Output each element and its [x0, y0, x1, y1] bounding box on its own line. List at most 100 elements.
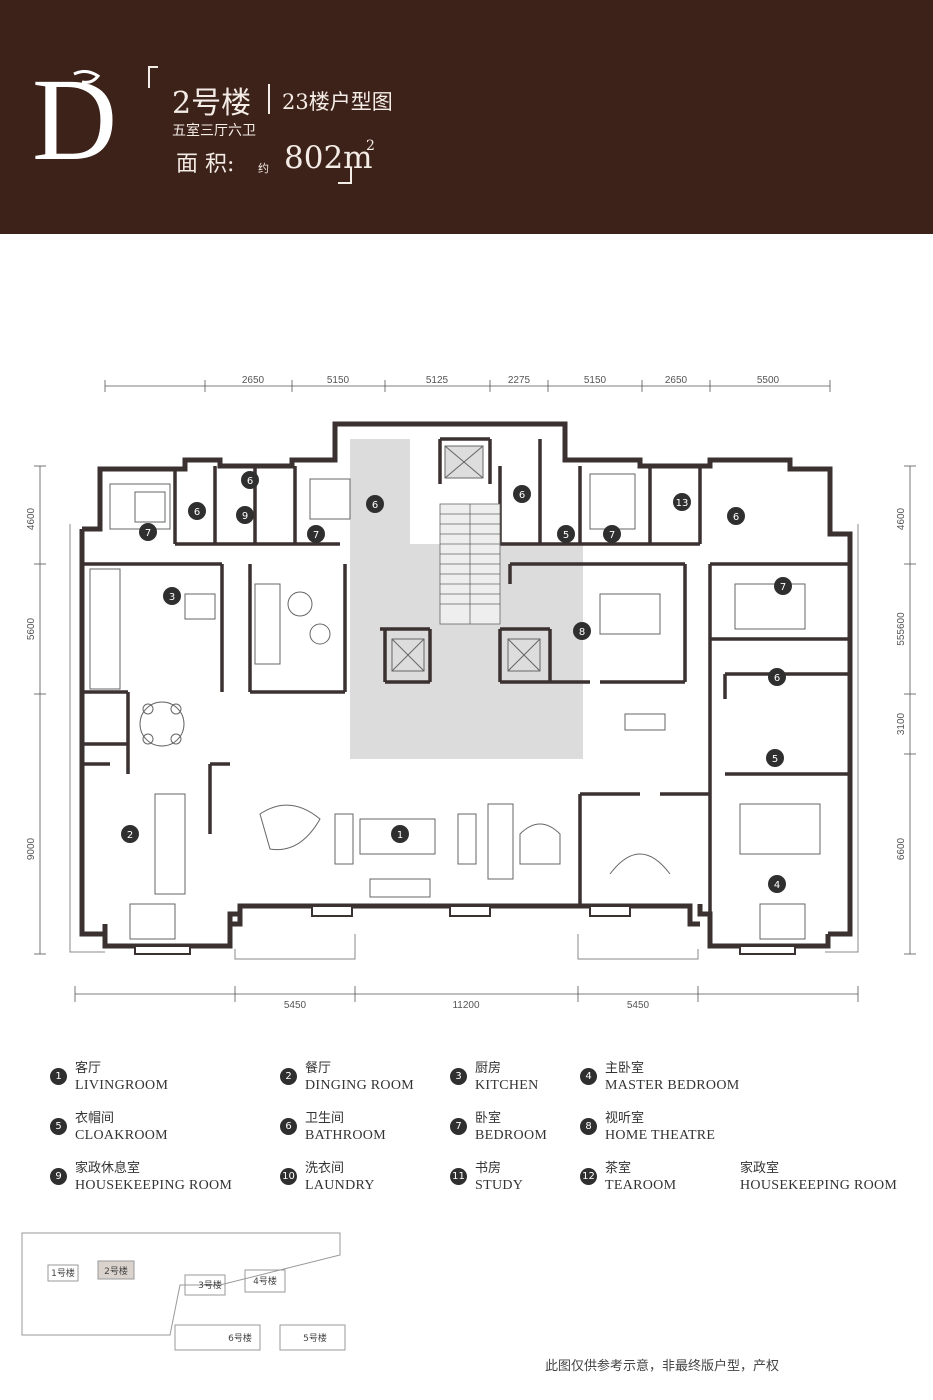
- room-marker-6: 6: [188, 502, 206, 520]
- svg-text:9: 9: [242, 511, 248, 522]
- top-dim-1: 2650: [242, 375, 265, 386]
- left-dimension-line: [34, 465, 46, 955]
- legend-cn: 家政休息室: [75, 1161, 141, 1176]
- staircase: [439, 503, 501, 625]
- legend-cn: 衣帽间: [75, 1111, 115, 1126]
- legend-en: MASTER BEDROOM: [605, 1078, 740, 1093]
- legend-cn: 厨房: [475, 1061, 502, 1076]
- legend-cn: 茶室: [605, 1161, 632, 1176]
- right-dim-3: 3100: [896, 712, 907, 735]
- bottom-dim-3: 5450: [627, 1000, 650, 1011]
- building-4-block: [244, 1269, 286, 1293]
- legend-cn: 卫生间: [305, 1111, 345, 1126]
- right-dim-1: 4600: [896, 507, 907, 530]
- legend-cn: 餐厅: [305, 1061, 332, 1076]
- room-marker-7: 7: [603, 525, 621, 543]
- bottom-dim-1: 5450: [284, 1000, 307, 1011]
- legend-cn: 主卧室: [605, 1061, 645, 1076]
- legend-en: BEDROOM: [475, 1128, 548, 1143]
- right-dim-4: 6600: [896, 837, 907, 860]
- top-dimension-line: [104, 380, 831, 392]
- top-dim-3: 5125: [426, 375, 449, 386]
- svg-text:6: 6: [774, 673, 780, 684]
- right-dimension-line: [904, 465, 916, 955]
- legend-number: 1: [50, 1068, 67, 1085]
- left-dim-2: 5600: [26, 617, 37, 640]
- legend-en: LAUNDRY: [305, 1178, 375, 1193]
- right-dim-2: 555600: [896, 612, 907, 646]
- legend-cn: 书房: [475, 1161, 502, 1176]
- header-bracket-bottom: [338, 168, 352, 184]
- room-marker-5: 5: [766, 749, 784, 767]
- svg-text:5: 5: [563, 530, 569, 541]
- legend-item-6: 6 卫生间 BATHROOM: [280, 1110, 386, 1145]
- site-label-3: 3号楼: [198, 1279, 222, 1291]
- svg-text:6: 6: [519, 490, 525, 501]
- floor-plan-label: 23楼户型图: [282, 90, 393, 114]
- legend-cn: 视听室: [605, 1111, 645, 1126]
- left-dim-1: 4600: [26, 507, 37, 530]
- legend-item-9: 9 家政休息室 HOUSEKEEPING ROOM: [50, 1160, 232, 1195]
- legend-en: BATHROOM: [305, 1128, 386, 1143]
- legend-number: 9: [50, 1168, 67, 1185]
- building-6-block: [174, 1324, 261, 1351]
- legend-number: 10: [280, 1168, 297, 1185]
- room-marker-7: 7: [139, 523, 157, 541]
- logo-letter: D: [32, 54, 118, 185]
- furniture: [89, 473, 821, 940]
- legend-en: LIVINGROOM: [75, 1078, 169, 1093]
- legend-cn: 家政室: [740, 1161, 780, 1176]
- header-bracket-top: [148, 66, 158, 88]
- site-label-5: 5号楼: [303, 1332, 327, 1344]
- bottom-dimension-line: [74, 986, 859, 1002]
- legend-en: TEAROOM: [605, 1178, 677, 1193]
- floor-plan: 2650 5150 5125 2275 5150 2650 5500 5450 …: [26, 375, 916, 1011]
- room-marker-7: 7: [774, 577, 792, 595]
- svg-text:4: 4: [774, 880, 780, 891]
- disclaimer: 此图仅供参考示意，非最终版户型，产权: [545, 1359, 780, 1374]
- legend-en: KITCHEN: [475, 1078, 539, 1093]
- legend-en: STUDY: [475, 1178, 524, 1193]
- site-plan: 1号楼 2号楼 3号楼 4号楼 6号楼 5号楼: [21, 1232, 346, 1351]
- svg-text:7: 7: [780, 582, 786, 593]
- svg-text:6: 6: [733, 512, 739, 523]
- site-label-4: 4号楼: [253, 1275, 277, 1287]
- svg-text:2: 2: [127, 830, 133, 841]
- room-marker-6: 6: [727, 507, 745, 525]
- logo-hook-mark: [73, 70, 101, 84]
- header-banner: D 2号楼 23楼户型图 五室三厅六卫 面 积: 约 802m 2: [0, 0, 933, 234]
- header-divider: [268, 84, 270, 114]
- balcony-outlines: [69, 524, 859, 960]
- site-boundary: [21, 1232, 341, 1336]
- building-2-block: [97, 1260, 135, 1280]
- top-dim-2: 5150: [327, 375, 350, 386]
- svg-text:8: 8: [579, 627, 585, 638]
- room-marker-6: 6: [241, 471, 259, 489]
- legend-en: CLOAKROOM: [75, 1128, 168, 1143]
- site-label-2: 2号楼: [104, 1265, 128, 1277]
- legend-number: 5: [50, 1118, 67, 1135]
- legend-en: HOUSEKEEPING ROOM: [75, 1178, 233, 1193]
- site-label-6: 6号楼: [228, 1332, 252, 1344]
- top-dim-6: 2650: [665, 375, 688, 386]
- legend-number: 12: [580, 1168, 597, 1185]
- legend-number: 6: [280, 1118, 297, 1135]
- svg-text:3: 3: [169, 592, 175, 603]
- svg-text:6: 6: [247, 476, 253, 487]
- legend-number: 11: [450, 1168, 467, 1185]
- svg-text:1: 1: [397, 830, 403, 841]
- top-dim-5: 5150: [584, 375, 607, 386]
- building-5-block: [279, 1324, 346, 1351]
- room-marker-5: 5: [557, 525, 575, 543]
- svg-text:6: 6: [194, 507, 200, 518]
- windows: [134, 905, 796, 955]
- svg-text:5: 5: [772, 754, 778, 765]
